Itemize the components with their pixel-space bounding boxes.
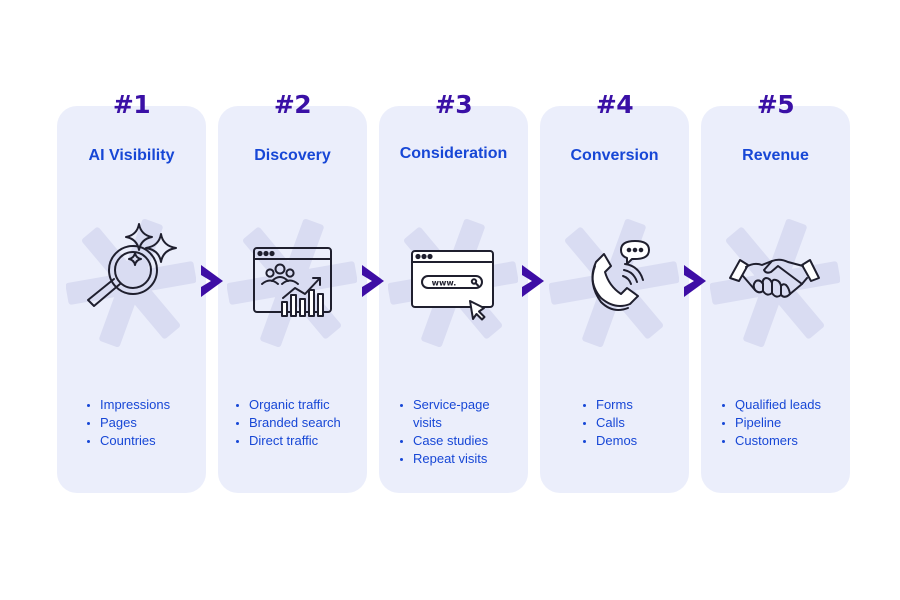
background-asterisk: [710, 219, 840, 347]
background-asterisk: [227, 219, 357, 347]
handshake-icon: [710, 219, 840, 347]
list-item: Qualified leads: [722, 396, 821, 414]
stage-card-1: #1 AI Visibility Impressions Pages Count…: [57, 88, 206, 493]
stage-number: #2: [273, 90, 312, 119]
stage-card-2: #2 Discovery: [218, 88, 367, 493]
list-item: Pages: [87, 414, 170, 432]
list-item: Case studies: [400, 432, 513, 450]
stage-title: AI Visibility: [88, 147, 175, 164]
list-item: Organic traffic: [236, 396, 341, 414]
url-label: www.: [432, 279, 457, 288]
analytics-audience-icon: [227, 219, 357, 347]
stage-number: #3: [434, 90, 473, 119]
phone-chat-icon: [549, 219, 679, 347]
stage-title: Revenue: [742, 147, 809, 164]
list-item: Demos: [583, 432, 637, 450]
stage-metrics: Organic traffic Branded search Direct tr…: [236, 396, 341, 450]
browser-www-icon: www.: [388, 219, 518, 347]
list-item: Direct traffic: [236, 432, 341, 450]
list-item: Branded search: [236, 414, 341, 432]
stage-card-4: #4 Conversion Forms Calls D: [540, 88, 689, 493]
stage-number: #4: [595, 90, 634, 119]
list-item: Countries: [87, 432, 170, 450]
list-item: Service-page visits: [400, 396, 513, 432]
stage-metrics: Qualified leads Pipeline Customers: [722, 396, 821, 450]
chevron-right-icon: [201, 265, 223, 297]
stage-title: Discovery: [254, 147, 331, 164]
stage-number: #1: [112, 90, 151, 119]
stage-card-5: #5 Revenue Qualified leads Pipeli: [701, 88, 850, 493]
stage-metrics: Impressions Pages Countries: [87, 396, 170, 450]
list-item: Pipeline: [722, 414, 821, 432]
background-asterisk: [549, 219, 679, 347]
list-item: Forms: [583, 396, 637, 414]
stage-title: Consideration: [399, 145, 508, 162]
chevron-right-icon: [684, 265, 706, 297]
stage-card-3: #3 Consideration www. Service-pag: [379, 88, 528, 493]
chevron-right-icon: [522, 265, 544, 297]
chevron-right-icon: [362, 265, 384, 297]
list-item: Repeat visits: [400, 450, 513, 468]
stage-title: Conversion: [570, 147, 659, 164]
stage-metrics: Forms Calls Demos: [583, 396, 637, 450]
funnel-stages: #1 AI Visibility Impressions Pages Count…: [57, 88, 850, 493]
stage-metrics: Service-page visits Case studies Repeat …: [400, 396, 513, 468]
list-item: Customers: [722, 432, 821, 450]
list-item: Calls: [583, 414, 637, 432]
list-item: Impressions: [87, 396, 170, 414]
magnifier-sparkle-icon: [66, 219, 196, 347]
stage-number: #5: [756, 90, 795, 119]
